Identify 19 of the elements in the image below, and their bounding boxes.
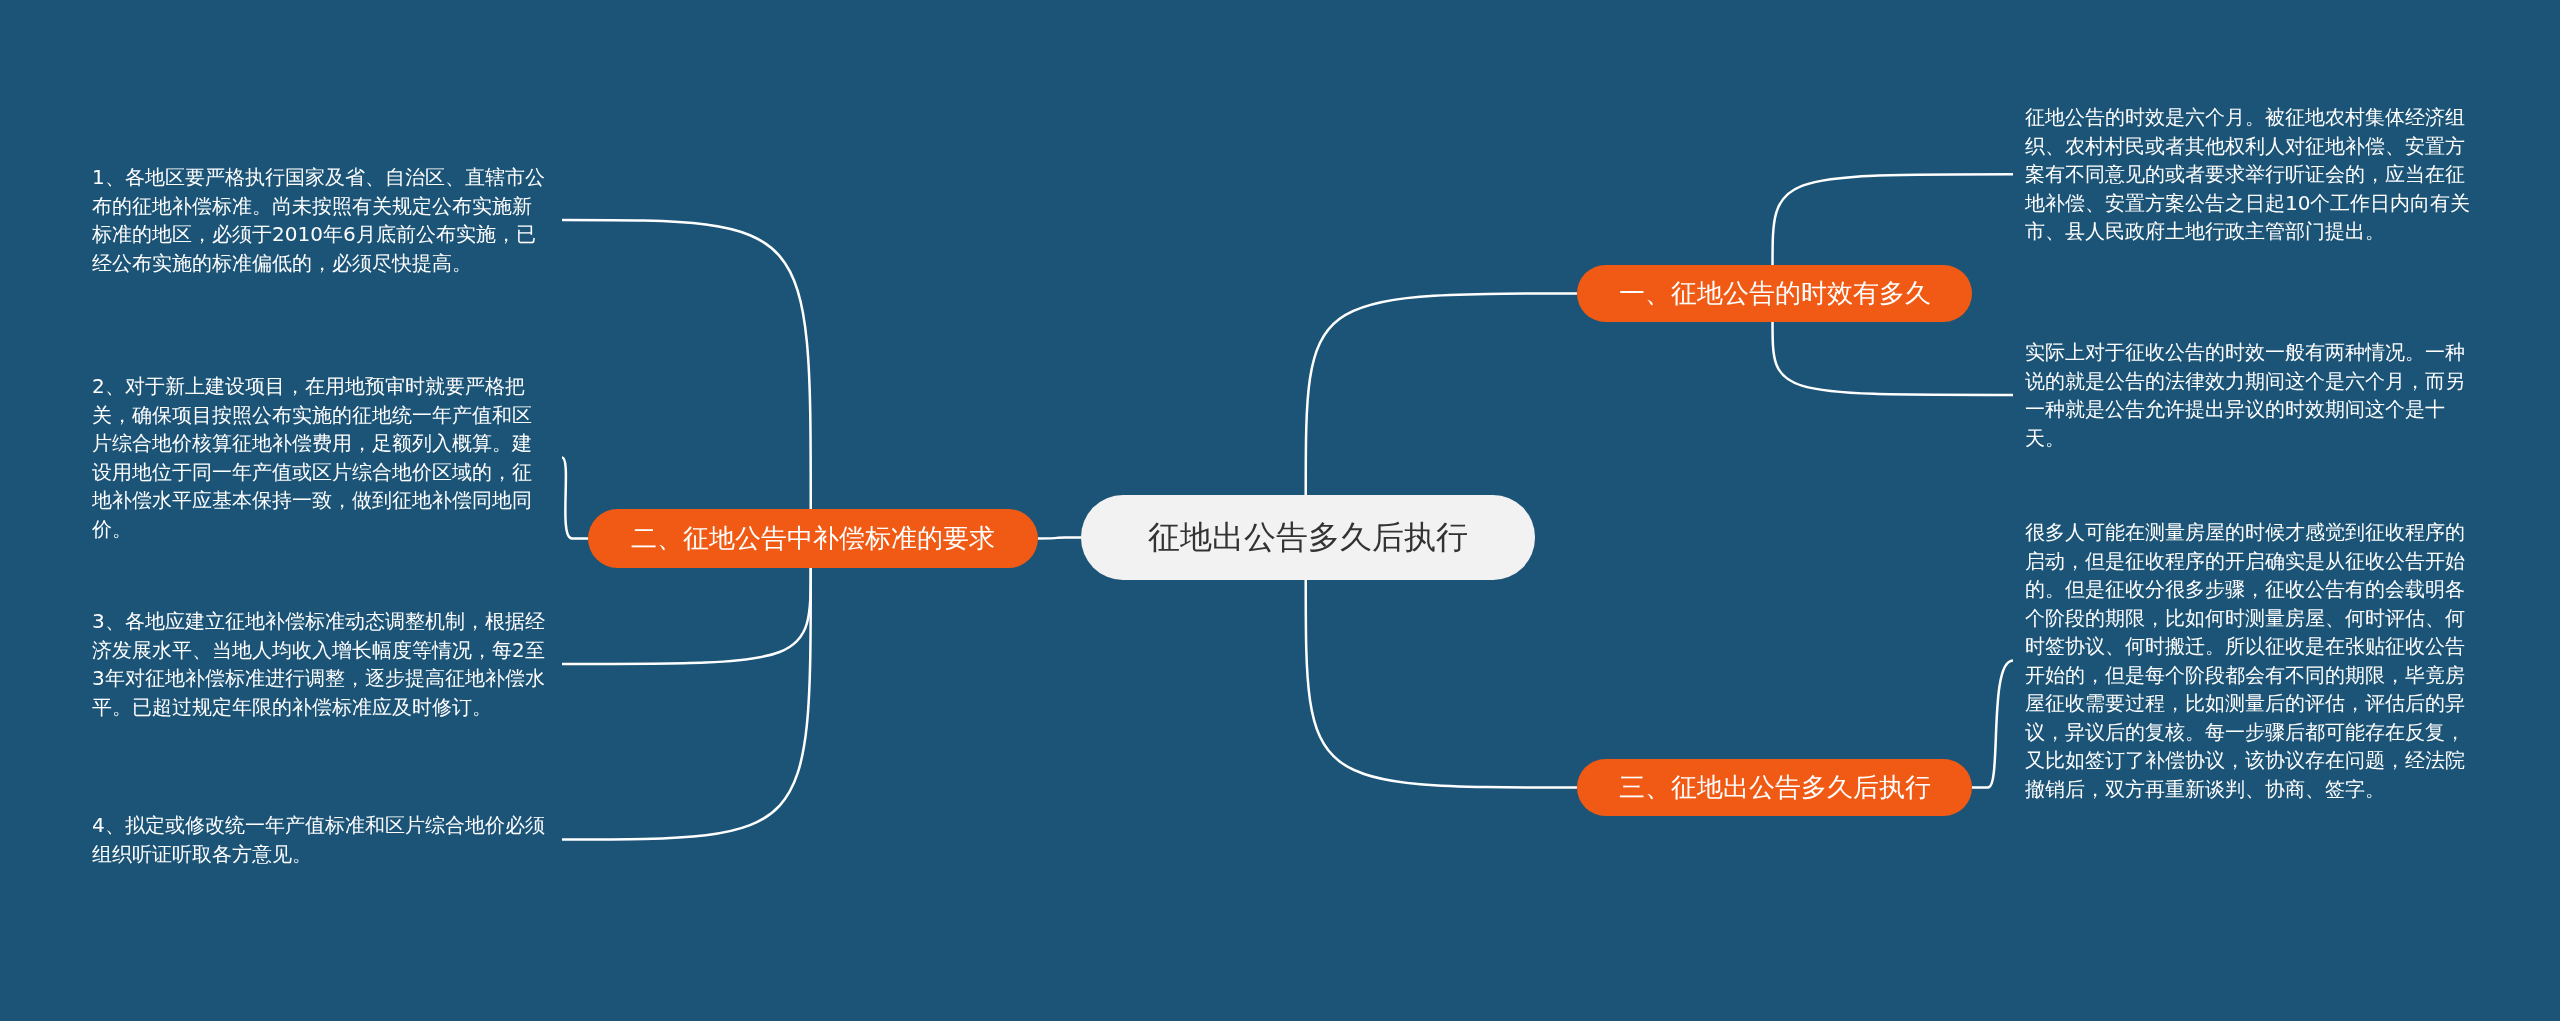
connector-line: [1771, 322, 2013, 397]
connector-line: [561, 456, 588, 540]
branch-box: 二、征地公告中补偿标准的要求: [588, 509, 1038, 568]
note-text: 3、各地应建立征地补偿标准动态调整机制，根据经济发展水平、当地人均收入增长幅度等情况，每2至3年对征地补偿标准进行调整，逐步提高征地补偿水平。已超过规定年限的补偿标准应及时修订。: [92, 607, 562, 721]
branch-box: 三、征地出公告多久后执行: [1577, 759, 1972, 816]
note-text: 1、各地区要严格执行国家及省、自治区、直辖市公布的征地补偿标准。尚未按照有关规定公布实施新标准的地区，必须于2010年6月底前公布实施，已经公布实施的标准偏低的，必须尽快提高。: [92, 163, 562, 277]
connector-line: [1304, 292, 1577, 495]
branch-box: 一、征地公告的时效有多久: [1577, 265, 1972, 322]
note-text: 实际上对于征收公告的时效一般有两种情况。一种说的就是公告的法律效力期间这个是六个月，而另一种就是公告允许提出异议的时效期间这个是十天。: [2013, 338, 2483, 452]
note-text: 很多人可能在测量房屋的时候才感觉到征收程序的启动，但是征收程序的开启确实是从征收公告开始的。但是征收分很多步骤，征收公告有的会载明各个阶段的期限，比如何时测量房屋、何时评估、何时签协议、何时搬迁。所以征收是在张贴征收公告开始的，但是每个阶段都会有不同的期限，毕竟房屋征收需要过程，比如测量后的评估，评估后的异议，异议后的复核。每一步骤后都可能存在反复，又比如签订了补偿协议，该协议存在问题，经法院撤销后，双方再重新谈判、协商、签字。: [2013, 518, 2483, 803]
note-text: 征地公告的时效是六个月。被征地农村集体经济组织、农村村民或者其他权利人对征地补偿、安置方案有不同意见的或者要求举行听证会的，应当在征地补偿、安置方案公告之日起10个工作日内向有关市、县人民政府土地行政主管部门提出。: [2013, 103, 2483, 246]
note-text: 2、对于新上建设项目，在用地预审时就要严格把关，确保项目按照公布实施的征地统一年产值和区片综合地价核算征地补偿费用，足额列入概算。建设用地位于同一年产值或区片综合地价区域的，征地补偿水平应基本保持一致，做到征地补偿同地同价。: [92, 372, 562, 543]
topic-box: 征地出公告多久后执行: [1081, 495, 1535, 580]
connector-line: [1038, 536, 1081, 540]
connector-line: [1771, 173, 2013, 265]
note-text: 4、拟定或修改统一年产值标准和区片综合地价必须组织听证听取各方意见。: [92, 811, 562, 868]
connector-line: [562, 218, 812, 509]
connector-line: [562, 568, 812, 841]
connector-line: [1304, 580, 1577, 789]
